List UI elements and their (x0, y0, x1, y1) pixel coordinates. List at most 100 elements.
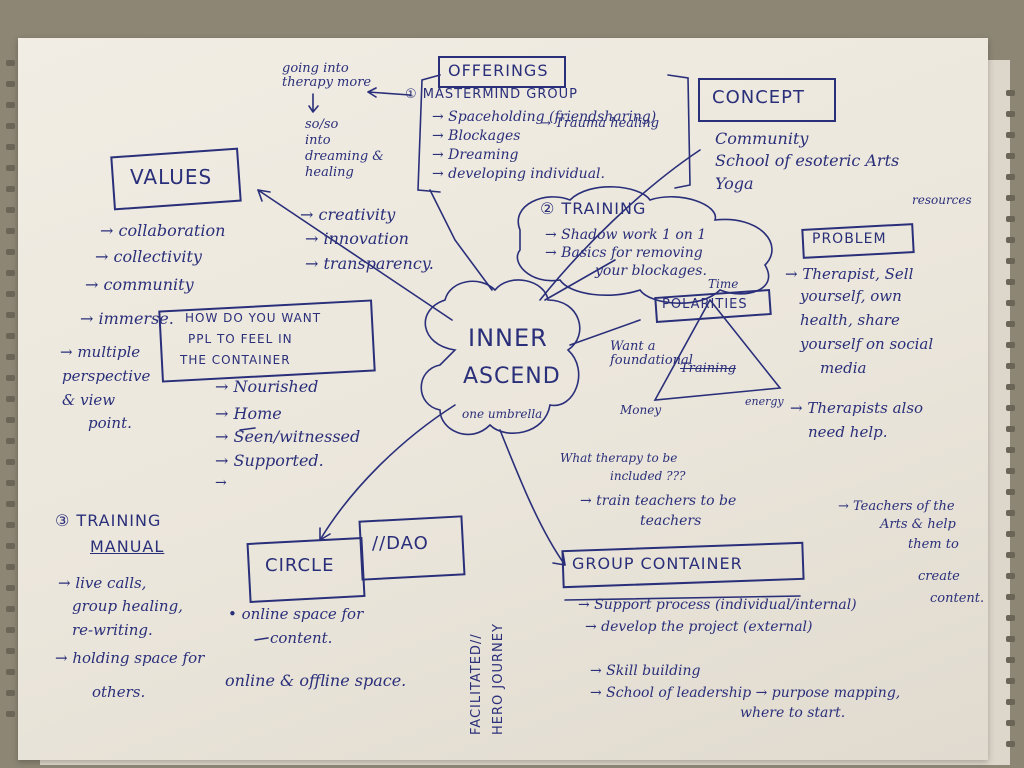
circle-line: • online space for (228, 605, 364, 623)
manual-item: → live calls, (58, 574, 147, 592)
spiral-hole (1006, 153, 1015, 159)
spiral-hole (1006, 258, 1015, 264)
teachers-note-line: content. (930, 591, 985, 606)
concept-line: Community (715, 129, 809, 148)
feeling-item: → (215, 475, 227, 491)
spiral-hole (1006, 657, 1015, 663)
value-item: → multiple (60, 343, 141, 361)
center-subtitle: one umbrella (462, 407, 543, 421)
value-item: → transparency. (305, 254, 434, 273)
problem-item: yourself, own (800, 287, 902, 305)
problem-item: health, share (800, 311, 900, 329)
teachers-note-line: → Teachers of the (838, 499, 955, 514)
spiral-hole (1006, 195, 1015, 201)
values-heading: VALUES (130, 165, 213, 189)
spiral-hole (6, 270, 15, 276)
value-item: → community (85, 275, 194, 294)
manual-item: others. (92, 683, 146, 701)
spiral-hole (6, 354, 15, 360)
soso-note-line: healing (305, 165, 354, 180)
spiral-hole (6, 207, 15, 213)
mid-question-line: teachers (640, 513, 702, 529)
soso-note-line: dreaming & (305, 149, 384, 164)
feeling-item: → Supported. (215, 451, 324, 470)
manual-item: → holding space for (55, 649, 205, 667)
feeling-item: → Home (215, 404, 282, 423)
value-item: perspective (62, 367, 151, 385)
circle-line: content. (270, 629, 333, 647)
problem-resources: resources (912, 193, 972, 207)
spiral-hole (6, 711, 15, 717)
question-line: PPL TO FEEL IN (188, 332, 293, 346)
spiral-hole (1006, 447, 1015, 453)
spiral-hole (1006, 636, 1015, 642)
problem-item: media (820, 359, 867, 377)
value-item: → collaboration (100, 221, 226, 240)
facilitated-line: HERO JOURNEY (491, 623, 506, 735)
mid-question-line: What therapy to be (560, 451, 678, 465)
spiral-hole (1006, 678, 1015, 684)
problem-item: need help. (808, 423, 888, 441)
spiral-hole (6, 585, 15, 591)
spiral-hole (6, 480, 15, 486)
spiral-hole (1006, 342, 1015, 348)
line-to-values (257, 189, 453, 321)
spiral-hole (6, 669, 15, 675)
spiral-hole (6, 564, 15, 570)
polarities-heading: POLARITIES (662, 297, 748, 312)
spiral-hole (1006, 426, 1015, 432)
spiral-hole (1006, 216, 1015, 222)
spiral-hole (6, 522, 15, 528)
spiral-hole (6, 102, 15, 108)
polarity-money: Money (620, 403, 662, 417)
teachers-note-line: them to (908, 537, 959, 552)
problem-item: → Therapist, Sell (785, 265, 914, 283)
spiral-hole (1006, 363, 1015, 369)
spiral-hole (1006, 174, 1015, 180)
spiral-hole (1006, 279, 1015, 285)
spiral-hole (6, 606, 15, 612)
spiral-hole (6, 228, 15, 234)
concept-line: Yoga (715, 174, 754, 193)
spiral-hole (1006, 300, 1015, 306)
line-to-offerings (429, 189, 493, 291)
value-item: → collectivity (95, 247, 202, 266)
mid-question-line: included ??? (610, 469, 686, 483)
offering-item: → Blockages (432, 128, 521, 144)
manual-heading-line: MANUAL (90, 537, 165, 556)
problem-heading: PROBLEM (812, 231, 887, 247)
teachers-note-line: create (918, 569, 960, 584)
spiral-hole (6, 690, 15, 696)
spiral-hole (1006, 510, 1015, 516)
problem-item: yourself on social (800, 335, 934, 353)
line-to-group (499, 429, 566, 566)
spiral-hole (6, 459, 15, 465)
center-title-line: INNER (468, 324, 548, 352)
spiral-hole (1006, 615, 1015, 621)
polarity-energy: energy (745, 395, 784, 408)
spiral-hole (6, 396, 15, 402)
offering-item: → developing individual. (432, 166, 605, 182)
polarity-time: Time (708, 277, 739, 291)
spiral-hole (1006, 237, 1015, 243)
concept-heading: CONCEPT (712, 87, 805, 108)
value-item: → creativity (300, 205, 396, 224)
value-item: point. (88, 414, 132, 432)
mastermind-label: ① MASTERMIND GROUP (405, 87, 578, 102)
problem-item: → Therapists also (790, 399, 924, 417)
spiral-hole (6, 627, 15, 633)
offerings-box (438, 56, 566, 88)
center-title-line: ASCEND (463, 364, 561, 389)
value-item: → immerse. (80, 309, 174, 328)
spiral-hole (6, 186, 15, 192)
spiral-hole (6, 312, 15, 318)
center-cloud (420, 279, 581, 436)
spiral-hole (1006, 594, 1015, 600)
spiral-hole (6, 543, 15, 549)
feeling-item: → Seen/witnessed (215, 427, 361, 446)
spiral-hole (1006, 552, 1015, 558)
group-item: → develop the project (external) (585, 619, 813, 635)
training-heading: ② TRAINING (540, 199, 647, 218)
training-item: → Shadow work 1 on 1 (545, 227, 707, 243)
spiral-hole (6, 249, 15, 255)
